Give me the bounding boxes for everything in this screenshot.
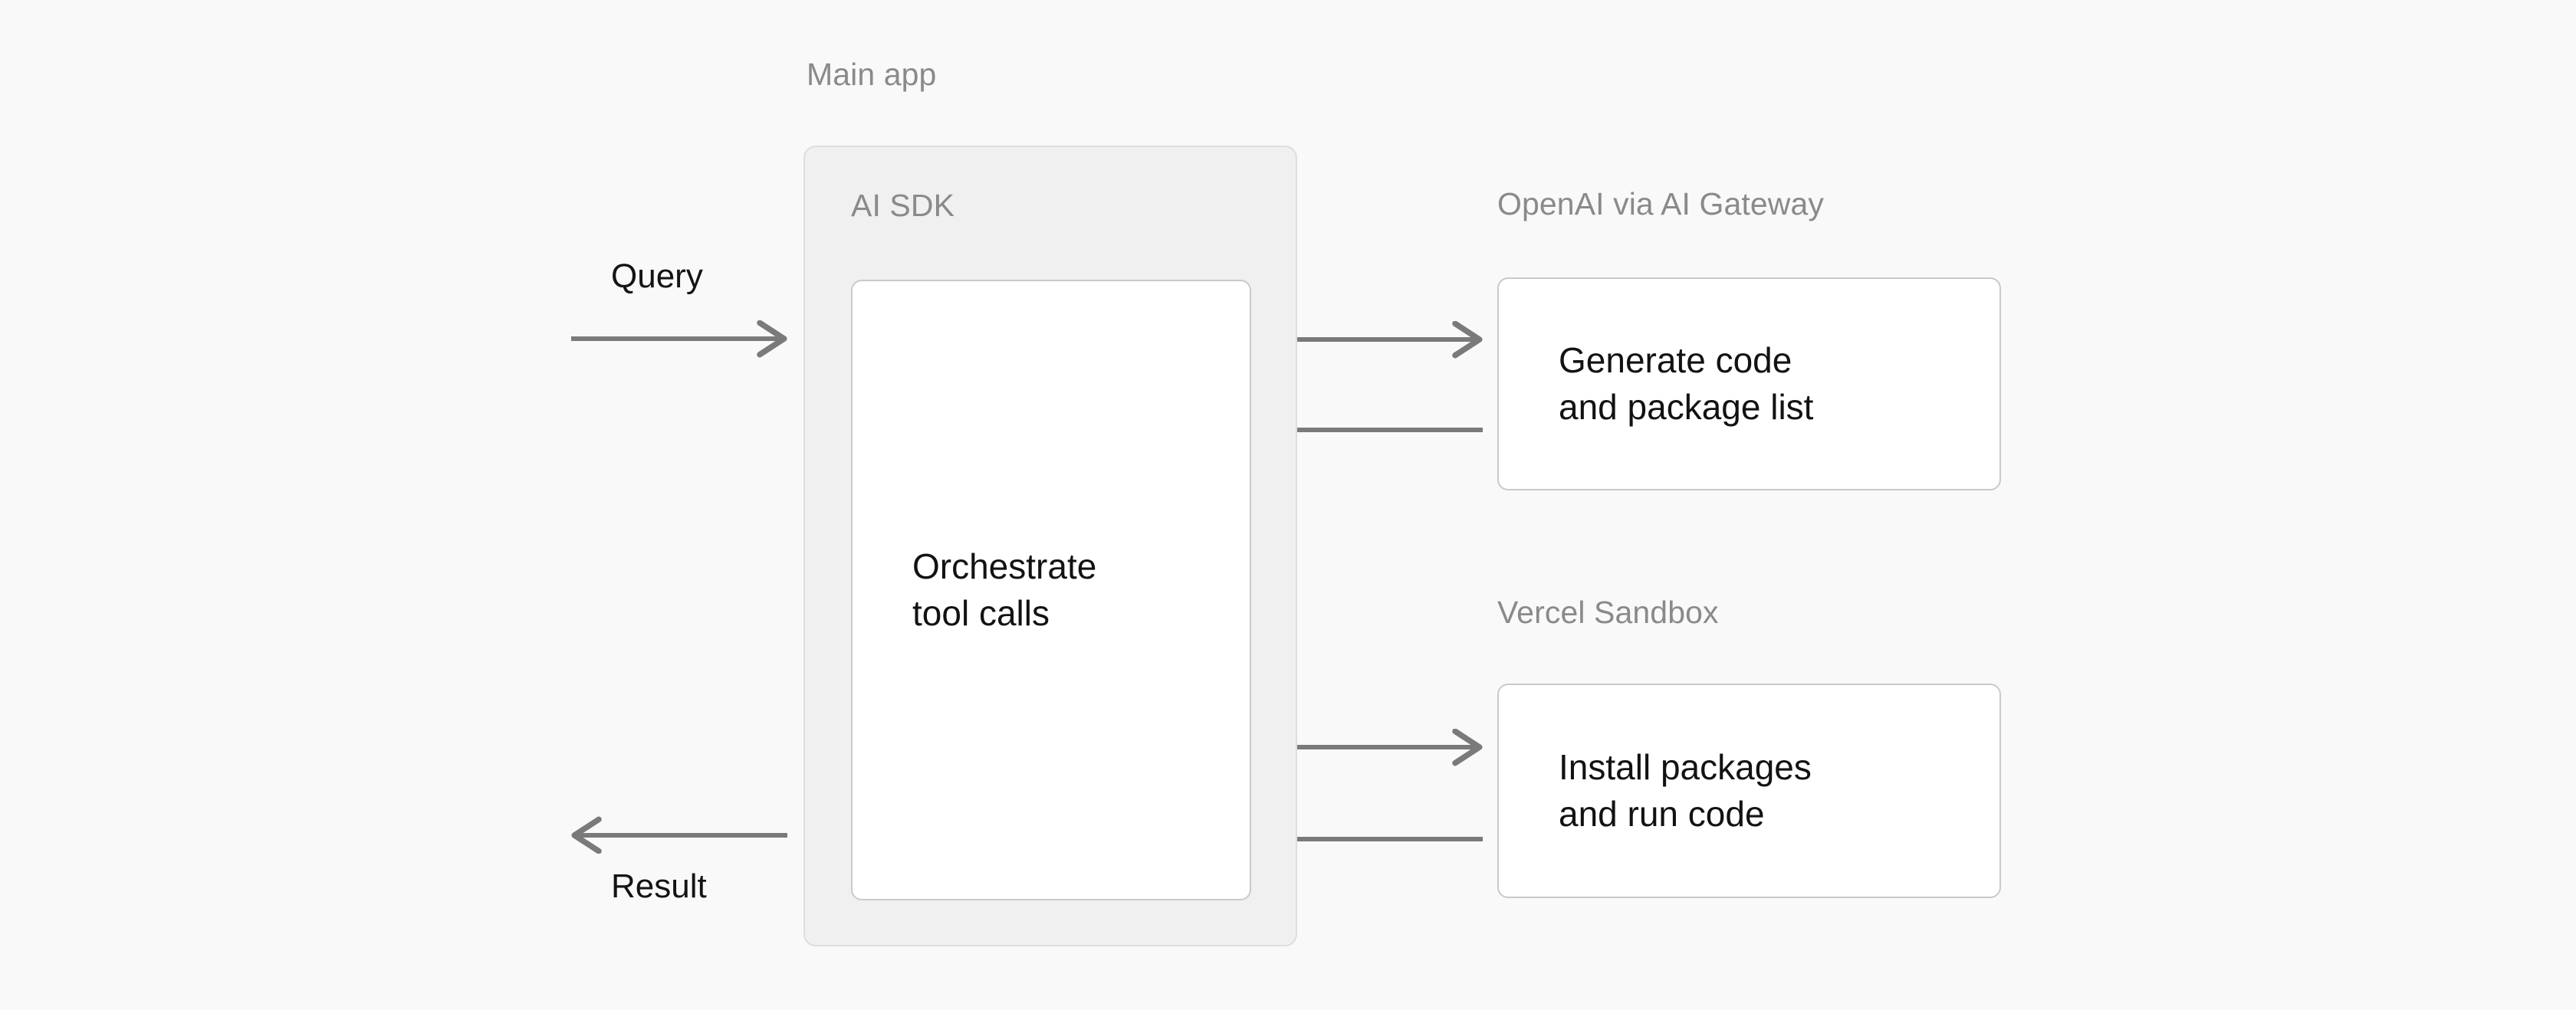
install-packages-text: Install packages and run code bbox=[1559, 747, 1812, 834]
orchestrate-tool-calls-box: Orchestrate tool calls bbox=[851, 280, 1251, 900]
group-label-openai-via-ai-gateway: OpenAI via AI Gateway bbox=[1497, 186, 1824, 221]
edge-label-query: Query bbox=[611, 257, 703, 295]
generate-code-text: Generate code and package list bbox=[1559, 340, 1814, 427]
group-label-vercel-sandbox: Vercel Sandbox bbox=[1497, 595, 1719, 630]
install-packages-box: Install packages and run code bbox=[1497, 684, 2001, 898]
edge-label-result: Result bbox=[611, 867, 707, 905]
group-label-main-app: Main app bbox=[807, 57, 937, 92]
generate-code-box: Generate code and package list bbox=[1497, 277, 2001, 490]
group-label-ai-sdk: AI SDK bbox=[851, 188, 955, 223]
orchestrate-tool-calls-text: Orchestrate tool calls bbox=[912, 546, 1097, 633]
